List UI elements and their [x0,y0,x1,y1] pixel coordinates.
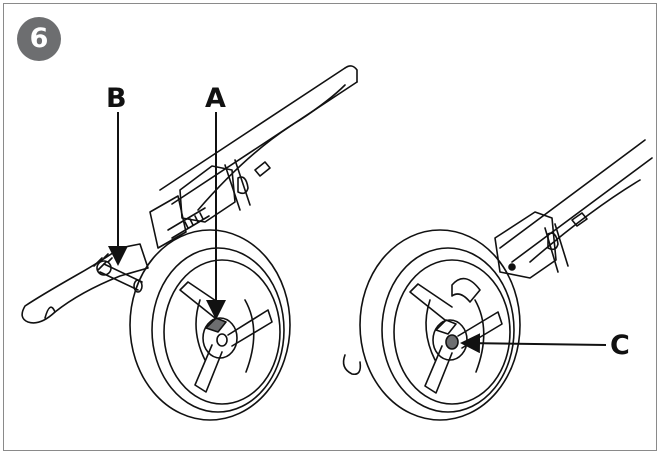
callout-c-leader [460,333,607,354]
callout-label-a: A [205,83,226,114]
rollator-wheel-assembly-icon [21,65,358,421]
rollator-wheel-assembled-icon [342,139,653,421]
callout-label-c: C [610,330,630,361]
step-number-badge: 6 [17,17,61,61]
callout-label-b: B [106,83,127,114]
